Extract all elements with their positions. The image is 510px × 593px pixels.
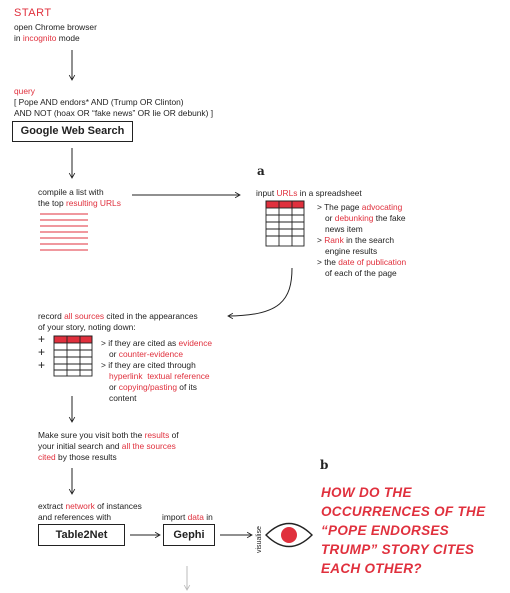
query-label: query	[14, 86, 35, 96]
url-list-icon	[40, 213, 88, 251]
table2net-button[interactable]: Table2Net	[38, 524, 125, 546]
start-instruction: open Chrome browser in incognito mode	[14, 22, 97, 44]
compile-block: compile a list with the top resulting UR…	[38, 187, 121, 209]
arrow-spreadsheet-to-record	[227, 267, 293, 320]
spreadsheet-title: input URLs in a spreadsheet	[256, 188, 362, 198]
step-a-letter: a	[257, 164, 265, 178]
query-block: query [ Pope AND endors* AND (Trump OR C…	[14, 86, 213, 119]
record-line-1: record all sources cited in the appearan…	[38, 311, 198, 321]
plus-icon: +	[38, 358, 46, 372]
column-rank: > Rank in the search	[317, 235, 395, 245]
plus-signs: + + +	[38, 333, 45, 372]
spreadsheet-columns: > The page advocating or debunking the f…	[317, 202, 407, 278]
visualise-label: visualise	[256, 526, 263, 553]
google-web-search-button[interactable]: Google Web Search	[12, 121, 133, 142]
record-criteria: > if they are cited as evidence or count…	[101, 338, 213, 403]
start-line-1: open Chrome browser	[14, 22, 97, 32]
eye-icon	[265, 522, 313, 548]
record-line-2: of your story, noting down:	[38, 322, 136, 332]
visit-block: Make sure you visit both the results of …	[38, 430, 179, 462]
column-date: > the date of publication	[317, 257, 407, 267]
plus-icon: +	[38, 332, 46, 346]
gephi-button[interactable]: Gephi	[163, 524, 215, 546]
sources-spreadsheet-icon	[53, 335, 93, 377]
import-label: import data in	[162, 512, 213, 522]
plus-icon: +	[38, 345, 46, 359]
query-line-2: AND NOT (hoax OR “fake news” OR lie OR d…	[14, 108, 214, 118]
start-label: START	[14, 7, 52, 19]
record-block: record all sources cited in the appearan…	[38, 311, 198, 333]
start-line-2: in incognito mode	[14, 33, 80, 43]
compile-line-1: compile a list with	[38, 187, 104, 197]
extract-block: extract network of instances and referen…	[38, 501, 142, 522]
compile-line-2: the top resulting URLs	[38, 198, 121, 208]
spreadsheet-icon	[265, 200, 305, 247]
column-stance: > The page advocating	[317, 202, 403, 212]
step-b-letter: b	[320, 458, 329, 472]
research-question: HOW DO THE OCCURRENCES OF THE “POPE ENDO…	[321, 485, 486, 576]
query-line-1: [ Pope AND endors* AND (Trump OR Clinton…	[14, 97, 184, 107]
